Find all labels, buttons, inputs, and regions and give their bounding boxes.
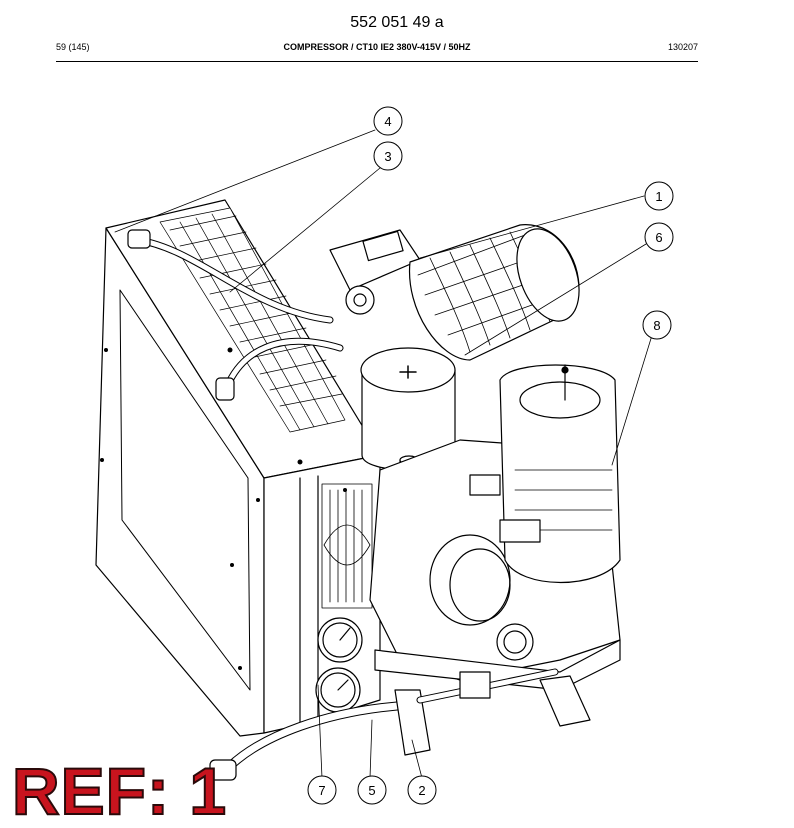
- callout-label: 8: [653, 318, 660, 333]
- leader-lines: [114, 129, 654, 779]
- callout-label: 4: [384, 114, 391, 129]
- callout-2: 2: [407, 775, 437, 805]
- callout-label: 6: [655, 230, 662, 245]
- page-info: 59 (145): [56, 42, 90, 52]
- callout-label: 1: [655, 189, 662, 204]
- document-title: COMPRESSOR / CT10 IE2 380V-415V / 50HZ: [283, 42, 471, 52]
- pressure-gauges: [315, 617, 363, 713]
- callout-label: 3: [384, 149, 391, 164]
- callout-1: 1: [644, 181, 674, 211]
- callout-4: 4: [373, 106, 403, 136]
- callout-6: 6: [644, 222, 674, 252]
- hoses: [127, 229, 415, 781]
- cooler-cabinet: [95, 199, 381, 737]
- callout-label: 2: [418, 783, 425, 798]
- callout-8: 8: [642, 310, 672, 340]
- callout-5: 5: [357, 775, 387, 805]
- document-code: 130207: [667, 42, 698, 52]
- ref-label: REF: 1: [11, 754, 228, 828]
- callout-3: 3: [373, 141, 403, 171]
- document-number: 552 051 49 a: [350, 14, 444, 31]
- callout-label: 5: [368, 783, 375, 798]
- compressor-unit: [329, 224, 621, 756]
- callout-label: 7: [318, 783, 325, 798]
- header-rule: [56, 61, 698, 62]
- header-row: 59 (145) COMPRESSOR / CT10 IE2 380V-415V…: [56, 42, 698, 54]
- callout-7: 7: [307, 775, 337, 805]
